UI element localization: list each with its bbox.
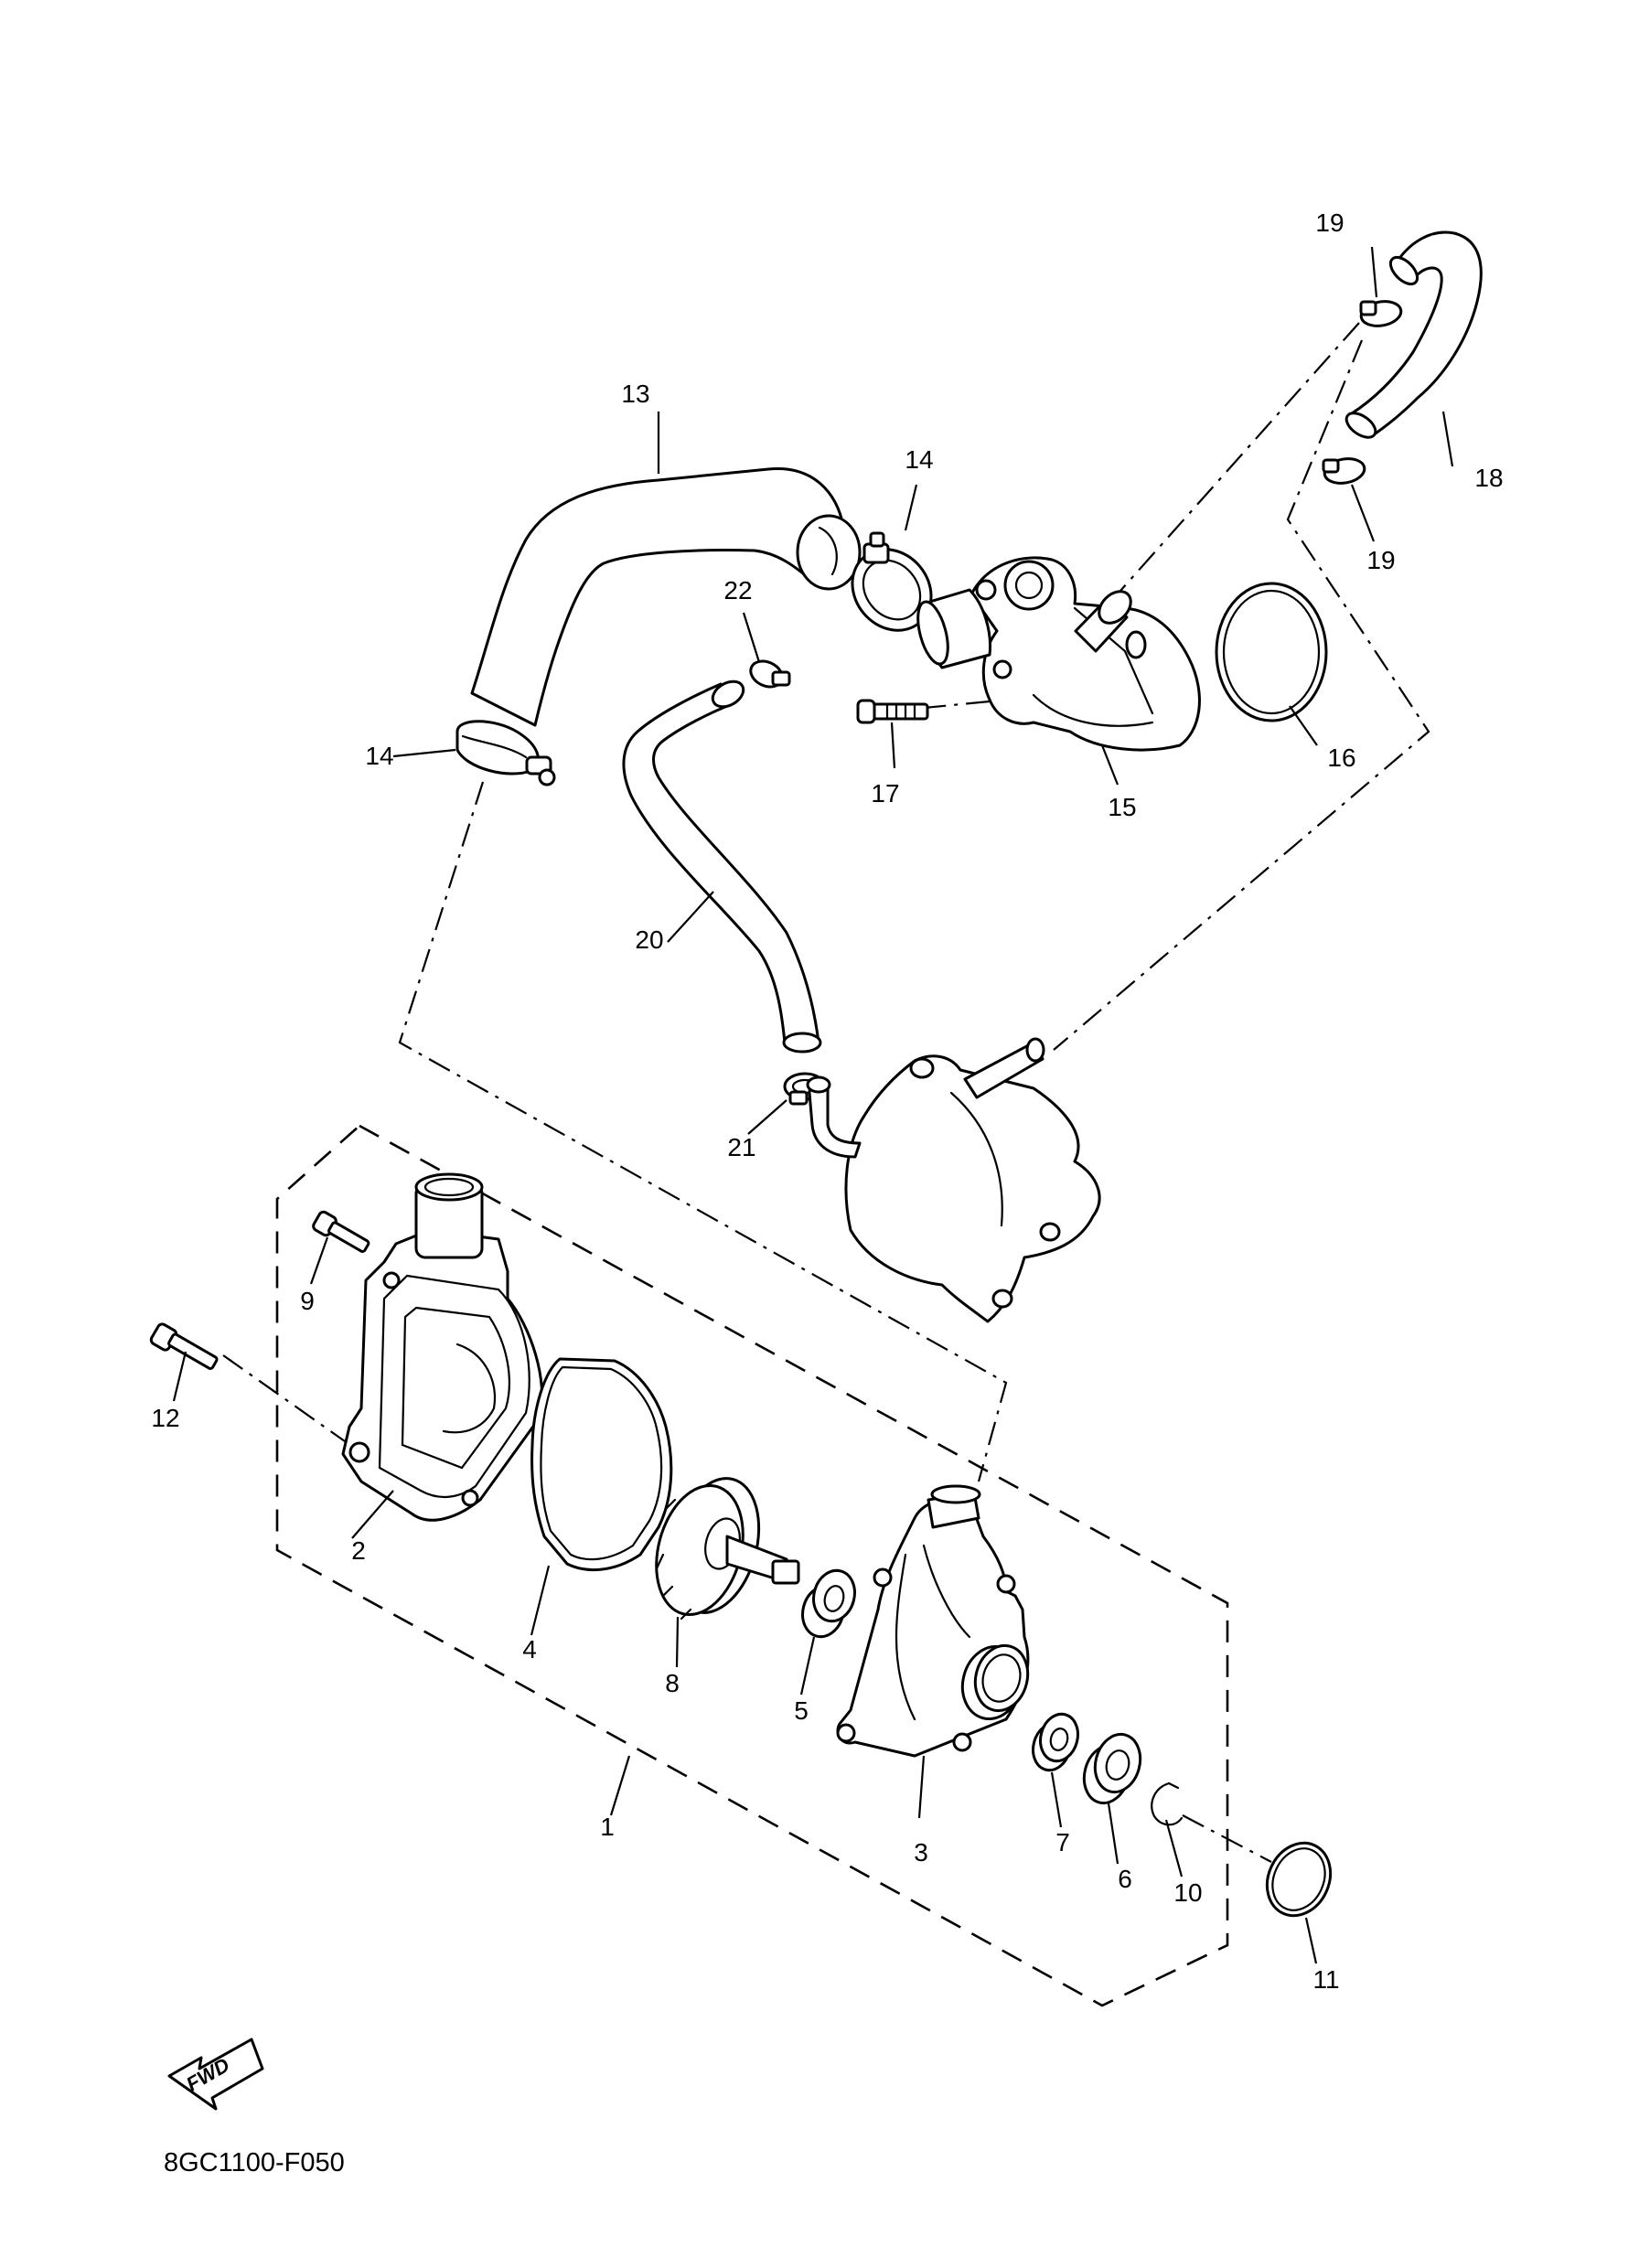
bolt-17 (856, 699, 929, 724)
thermostat-housing-15 (916, 556, 1201, 752)
clamp-19-upper (1359, 300, 1403, 327)
leader-lines (172, 246, 1454, 1964)
o-ring-16 (1215, 582, 1328, 722)
callout-17: 17 (871, 779, 899, 808)
callout-12: 12 (151, 1404, 179, 1432)
callout-3: 3 (914, 1838, 928, 1867)
pump-cover-2 (341, 1172, 544, 1522)
hose-20 (622, 679, 822, 1054)
callout-14-lower: 14 (365, 742, 393, 770)
callout-18: 18 (1474, 464, 1503, 492)
circlip-10 (1151, 1781, 1184, 1826)
callout-19-lower: 19 (1366, 546, 1395, 574)
clamp-14-upper (851, 531, 933, 632)
fwd-arrow-icon: FWD (167, 2038, 264, 2111)
callout-13: 13 (621, 380, 649, 408)
callout-15: 15 (1108, 793, 1136, 821)
bolt-12 (149, 1322, 219, 1370)
callout-8: 8 (665, 1669, 680, 1697)
gasket-4 (530, 1357, 673, 1572)
clamp-14-lower (455, 720, 556, 786)
diagram-code: 8GC1100-F050 (164, 2148, 345, 2177)
callout-7: 7 (1055, 1828, 1070, 1856)
o-ring-11 (1265, 1841, 1333, 1918)
clamp-22 (749, 659, 791, 689)
impeller-8 (655, 1477, 800, 1621)
callout-11: 11 (1312, 1965, 1339, 1994)
seal-5 (801, 1568, 856, 1639)
hose-13 (470, 467, 862, 727)
callout-22: 22 (723, 576, 752, 604)
seal-7 (1032, 1712, 1079, 1772)
pump-cover-upper (806, 1037, 1101, 1323)
callout-labels: 1 2 3 4 5 6 7 8 9 10 11 12 13 14 14 15 1… (151, 209, 1503, 1994)
callout-10: 10 (1173, 1878, 1202, 1907)
clamp-19-lower (1322, 457, 1366, 485)
pump-housing-3 (836, 1484, 1030, 1758)
callout-2: 2 (351, 1536, 366, 1565)
callout-6: 6 (1118, 1865, 1132, 1893)
callout-9: 9 (300, 1287, 315, 1315)
bolt-9 (312, 1210, 370, 1253)
callout-19-upper: 19 (1315, 209, 1344, 237)
callout-16: 16 (1327, 744, 1355, 772)
callout-5: 5 (794, 1696, 809, 1725)
hose-18 (1344, 230, 1483, 439)
callout-14-upper: 14 (905, 445, 933, 474)
callout-20: 20 (635, 925, 663, 954)
callout-4: 4 (522, 1635, 537, 1664)
assembly-boundary (275, 1124, 1229, 2007)
callout-1: 1 (600, 1813, 615, 1841)
bearing-6 (1082, 1732, 1142, 1805)
callout-21: 21 (727, 1133, 755, 1161)
